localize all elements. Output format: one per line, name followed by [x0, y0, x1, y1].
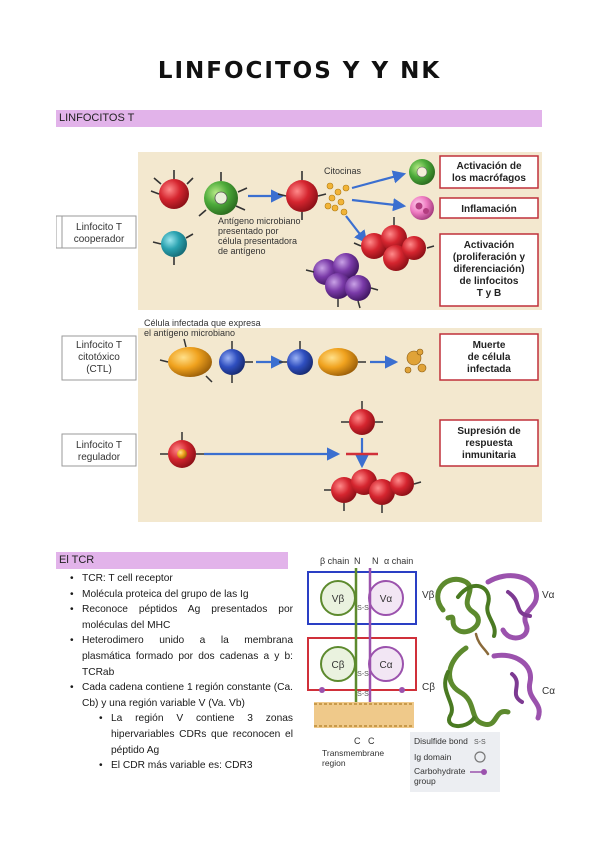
- svg-text:Cβ: Cβ: [422, 682, 435, 693]
- svg-text:N: N: [372, 556, 379, 566]
- c-alpha-domain: Cα: [368, 646, 404, 682]
- svg-text:β chain: β chain: [320, 556, 349, 566]
- svg-text:S-S: S-S: [357, 671, 369, 678]
- svg-text:Vβ: Vβ: [332, 594, 345, 605]
- list-item: Molécula proteica del grupo de las Ig: [65, 587, 293, 603]
- svg-text:S-S: S-S: [357, 691, 369, 698]
- svg-text:Vβ: Vβ: [422, 590, 435, 601]
- list-item: TCR: T cell receptor: [65, 571, 293, 587]
- apoptotic-cell-fragments: [404, 348, 427, 374]
- macrophage-cell: [409, 159, 435, 185]
- svg-text:C: C: [368, 736, 375, 746]
- svg-text:C: C: [354, 736, 361, 746]
- carbohydrate-group: [319, 687, 325, 693]
- tcr-ribbon-structure: [435, 573, 542, 728]
- c-beta-domain: Cβ: [320, 646, 356, 682]
- page-title: LINFOCITOS Y Y NK: [157, 58, 442, 84]
- svg-text:Vα: Vα: [542, 590, 555, 601]
- proliferating-lymphocytes: [305, 217, 435, 309]
- list-item: Cada cadena contiene 1 región constante …: [65, 680, 293, 711]
- svg-text:Cα: Cα: [542, 686, 555, 697]
- membrane-layer: [314, 702, 414, 728]
- tcr-structure-figure: β chain N N α chain Vβ Vα Cβ Cα S-S S-S …: [307, 556, 555, 792]
- outcome-inflamacion: Inflamación: [439, 197, 539, 219]
- svg-text:Citocinas: Citocinas: [324, 166, 362, 176]
- svg-text:α chain: α chain: [384, 556, 413, 566]
- list-item: Reconoce péptidos Ag presentados por mol…: [65, 602, 293, 633]
- svg-text:Disulfide bond: Disulfide bond: [414, 736, 468, 746]
- regulatory-t-cell: [160, 432, 204, 468]
- svg-text:Cα: Cα: [379, 660, 392, 671]
- c-domain-box: [307, 637, 417, 691]
- svg-text:Vα: Vα: [380, 594, 393, 605]
- svg-text:Cβ: Cβ: [332, 660, 345, 671]
- legend-box: [410, 732, 500, 792]
- carbohydrate-legend-icon: [481, 769, 487, 775]
- svg-text:Inflamación: Inflamación: [461, 204, 517, 215]
- antigen-presenting-cell: [198, 172, 248, 217]
- ctl-bound-to-infected-cell: [279, 341, 366, 376]
- cytotoxic-t-cell: [219, 341, 253, 383]
- v-alpha-domain: Vα: [368, 580, 404, 616]
- section-header-linfocitos-t: LINFOCITOS T: [56, 110, 542, 127]
- ig-domain-legend-icon: [474, 751, 486, 763]
- v-beta-domain: Vβ: [320, 580, 356, 616]
- naive-teal-cell: [152, 231, 194, 265]
- list-item: Heterodimero unido a la membrana plasmát…: [65, 633, 293, 680]
- v-domain-box: [307, 571, 417, 625]
- carbohydrate-group: [399, 687, 405, 693]
- svg-text:N: N: [354, 556, 361, 566]
- tcr-bullet-list: TCR: T cell receptor Molécula proteica d…: [65, 571, 293, 774]
- cytokines-cluster: [324, 182, 350, 216]
- section-header-el-tcr: El TCR: [56, 552, 288, 569]
- target-t-cell: [341, 401, 383, 435]
- svg-text:S-S: S-S: [357, 605, 369, 612]
- activated-helper-t-cell: [277, 171, 327, 220]
- inflammatory-cell: [410, 196, 434, 220]
- svg-text:S-S: S-S: [474, 739, 486, 746]
- suppressed-t-cells: [324, 469, 422, 513]
- svg-text:Ig domain: Ig domain: [414, 752, 452, 762]
- infected-cell: [159, 338, 213, 383]
- helper-t-cell: [150, 170, 194, 209]
- sub-list-item: La región V contiene 3 zonas hipervariab…: [99, 711, 293, 758]
- sub-list-item: El CDR más variable es: CDR3: [99, 758, 293, 774]
